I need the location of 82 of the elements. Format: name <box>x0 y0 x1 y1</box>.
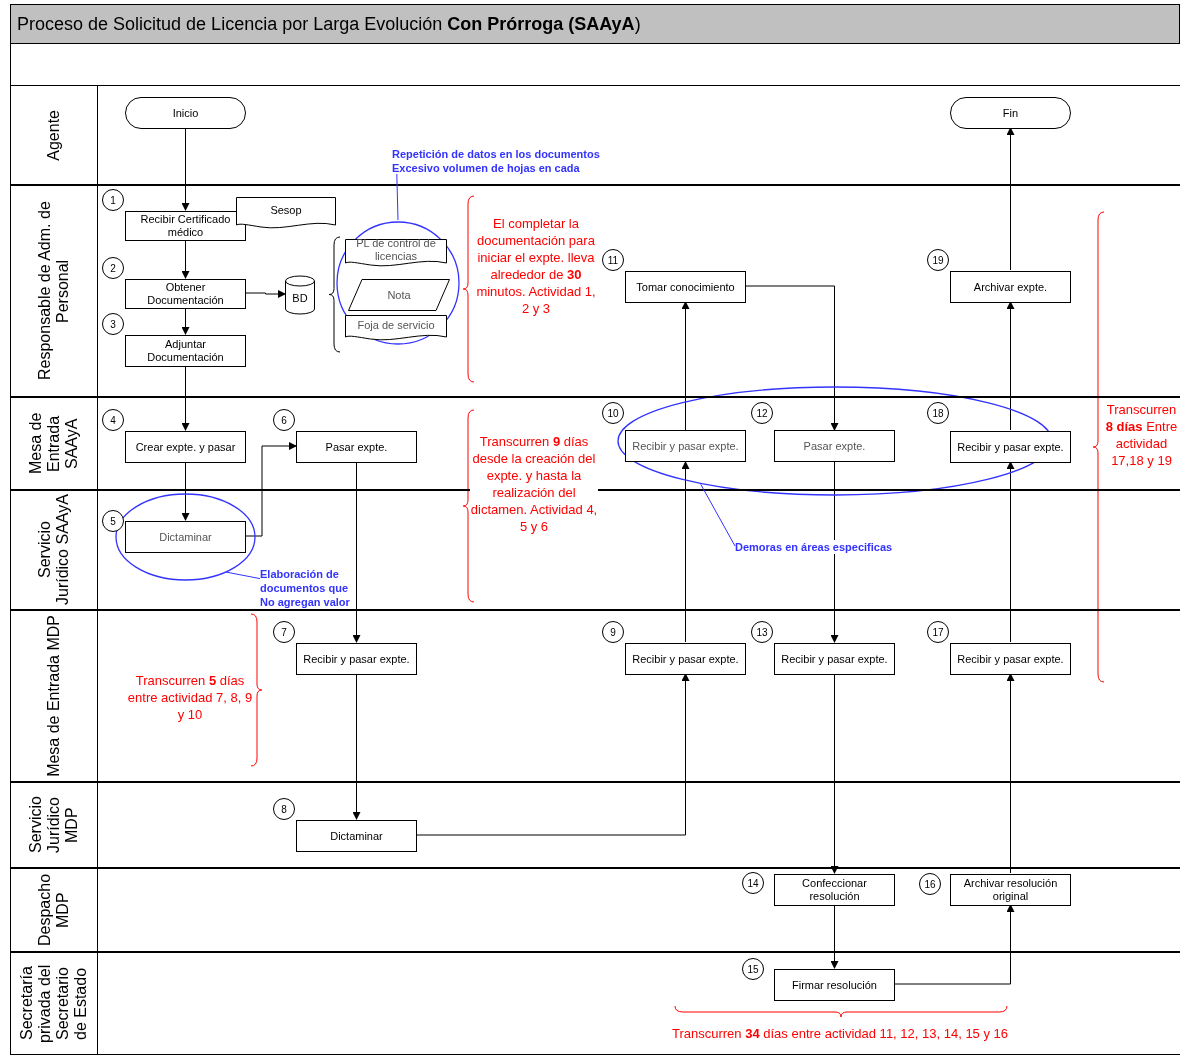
process-box: Recibir y pasar expte. <box>625 643 746 675</box>
process-box: Archivar expte. <box>950 271 1071 303</box>
arrow <box>181 307 190 335</box>
process-box: Firmar resolución <box>774 969 895 1001</box>
step-number: 7 <box>273 621 295 643</box>
lane-label: Agente <box>44 109 63 161</box>
arrow <box>181 365 190 431</box>
arrow <box>1006 127 1015 271</box>
leader-line <box>396 173 399 221</box>
process-box: Archivar resolución original <box>950 874 1071 906</box>
process-box: Confeccionar resolución <box>774 874 895 906</box>
process-box: Obtener Documentación <box>125 279 246 309</box>
step-number: 3 <box>102 313 124 335</box>
step-number: 19 <box>927 249 949 271</box>
document-shape: Sesop <box>236 197 336 229</box>
step-number: 5 <box>102 510 124 532</box>
highlight-circle <box>336 221 460 345</box>
process-box: Recibir y pasar expte. <box>774 643 895 675</box>
arrow <box>830 673 839 874</box>
process-box: Recibir Certificado médico <box>125 211 246 241</box>
step-number: 18 <box>927 402 949 424</box>
arrow <box>1006 461 1015 643</box>
leader-line <box>700 483 736 547</box>
arrow <box>181 239 190 279</box>
process-box: Recibir y pasar expte. <box>950 431 1071 463</box>
process-box: Tomar conocimiento <box>625 271 746 303</box>
lane-label: Servicio Jurídico MDP <box>26 795 81 856</box>
lane-label: Servicio Jurídico SAAyA <box>35 494 72 606</box>
swimlane <box>10 85 1180 185</box>
terminator-shape: Fin <box>950 97 1071 129</box>
lane-label: Secretaría privada del Secretario de Estado <box>17 963 90 1045</box>
arrow <box>181 461 190 521</box>
step-number: 8 <box>273 798 295 820</box>
lane-label: Mesa de Entrada MDP <box>44 615 63 777</box>
step-number: 1 <box>102 189 124 211</box>
arrow <box>245 290 286 298</box>
database-cylinder: BD <box>285 276 315 314</box>
leader-line <box>225 571 261 580</box>
swimlane <box>10 782 1180 868</box>
document-shape: PL de control de licencias <box>345 239 447 267</box>
arrow <box>245 442 297 537</box>
arrow <box>830 461 839 643</box>
step-number: 10 <box>602 402 624 424</box>
arrow <box>416 673 690 836</box>
process-box: Dictaminar <box>125 521 246 553</box>
process-box: Pasar expte. <box>296 431 417 463</box>
arrow <box>830 904 839 969</box>
arrow <box>681 301 690 431</box>
arrow <box>681 461 690 643</box>
process-box: Crear expte. y pasar <box>125 431 246 463</box>
step-number: 11 <box>602 249 624 271</box>
lane-label: Despacho MDP <box>35 873 72 948</box>
step-number: 14 <box>742 872 764 894</box>
step-number: 2 <box>102 257 124 279</box>
arrow <box>745 285 839 431</box>
step-number: 15 <box>742 958 764 980</box>
document-shape: Foja de servicio <box>345 315 447 341</box>
arrow <box>181 127 190 211</box>
process-box: Recibir y pasar expte. <box>950 643 1071 675</box>
step-number: 17 <box>927 621 949 643</box>
process-box: Recibir y pasar expte. <box>296 643 417 675</box>
process-box: Adjuntar Documentación <box>125 335 246 367</box>
diagram-title: Proceso de Solicitud de Licencia por Larga Evolución Con Prórroga (SAAyA) <box>10 4 1180 44</box>
step-number: 9 <box>602 621 624 643</box>
step-number: 12 <box>751 402 773 424</box>
swimlane <box>10 868 1180 952</box>
process-box: Pasar expte. <box>774 430 895 462</box>
lane-label: Mesa de Entrada SAAyA <box>26 411 81 477</box>
step-number: 13 <box>751 621 773 643</box>
process-box: Recibir y pasar expte. <box>625 430 746 462</box>
arrow <box>352 461 361 643</box>
process-box: Dictaminar <box>296 820 417 852</box>
step-number: 6 <box>273 409 295 431</box>
step-number: 16 <box>919 873 941 895</box>
terminator-shape: Inicio <box>125 97 246 129</box>
step-number: 4 <box>102 409 124 431</box>
data-parallelogram: Nota <box>348 279 450 311</box>
arrow <box>1006 673 1015 874</box>
arrow <box>894 904 1015 985</box>
lane-label: Responsable de Adm. de Personal <box>35 200 72 383</box>
arrow <box>352 673 361 820</box>
arrow <box>1006 301 1015 431</box>
